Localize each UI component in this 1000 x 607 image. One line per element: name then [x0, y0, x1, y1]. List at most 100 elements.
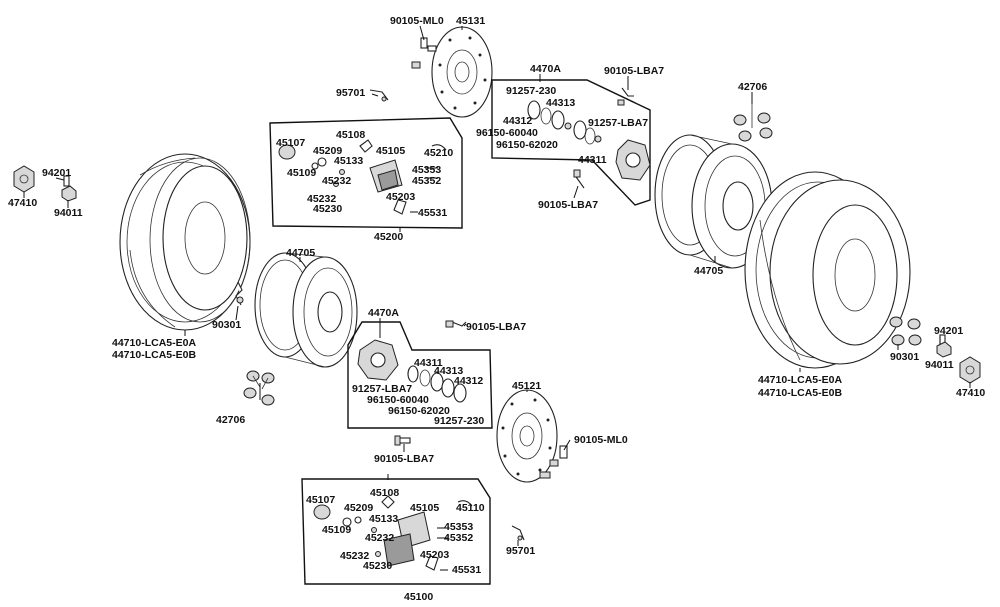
label-45352-bottom: 45352: [444, 532, 473, 544]
label-42706-right: 42706: [738, 81, 767, 93]
label-45232-b-bottom: 45232: [340, 550, 369, 562]
label-45203-top: 45203: [386, 191, 415, 203]
label-4470A-bottom: 4470A: [368, 307, 399, 319]
label-90301-right: 90301: [890, 351, 919, 363]
hub-top-parts[interactable]: [527, 100, 651, 181]
label-45531-top: 45531: [418, 207, 447, 219]
label-47410-right: 47410: [956, 387, 985, 399]
label-90105-LBA7-top-lower: 90105-LBA7: [538, 199, 598, 211]
label-91257-230-bottom: 91257-230: [434, 415, 484, 427]
nut-cap-left-part[interactable]: [13, 165, 35, 193]
label-94011-right: 94011: [925, 359, 954, 371]
label-45232-bottom: 45232: [365, 532, 394, 544]
tire-right[interactable]: [744, 171, 911, 369]
hub-bolts-top-part[interactable]: [573, 87, 634, 189]
label-91257-230-top: 91257-230: [506, 85, 556, 97]
label-44710-LCA5-E0B-right: 44710-LCA5-E0B: [758, 387, 842, 399]
valve-stem-right-part[interactable]: [889, 316, 922, 346]
disc-bolts-top-part[interactable]: [411, 37, 437, 69]
label-42706-left: 42706: [216, 414, 245, 426]
label-90105-ML0-bottom: 90105-ML0: [574, 434, 628, 446]
label-90105-LBA7-top: 90105-LBA7: [604, 65, 664, 77]
label-45230-top: 45230: [313, 203, 342, 215]
label-45531-bottom: 45531: [452, 564, 481, 576]
label-44311-top: 44311: [578, 154, 607, 166]
caliper-top-parts[interactable]: [278, 139, 447, 215]
hub-bolts-bottom-part[interactable]: [394, 320, 467, 446]
label-45203-bottom: 45203: [420, 549, 449, 561]
hub-assembly-box-top: [491, 79, 651, 206]
label-44313-top: 44313: [546, 97, 575, 109]
label-96150-62020-bottom: 96150-62020: [388, 405, 450, 417]
label-45353-top: 45353: [412, 164, 441, 176]
label-45107-top: 45107: [276, 137, 305, 149]
label-90105-ML0-top: 90105-ML0: [390, 15, 444, 27]
hub-nuts-left-part[interactable]: [243, 370, 275, 406]
leader-lines: [23, 25, 971, 546]
label-94201-right: 94201: [934, 325, 963, 337]
label-96150-62020-top: 96150-62020: [496, 139, 558, 151]
label-4470A-top: 4470A: [530, 63, 561, 75]
label-44705-left: 44705: [286, 247, 315, 259]
label-45133-bottom: 45133: [369, 513, 398, 525]
label-44705-right: 44705: [694, 265, 723, 277]
label-45232-top: 45232: [322, 175, 351, 187]
label-96150-60040-bottom: 96150-60040: [367, 394, 429, 406]
label-45200: 45200: [374, 231, 403, 243]
label-45105-bottom: 45105: [410, 502, 439, 514]
label-96150-60040-top: 96150-60040: [476, 127, 538, 139]
label-45209-top: 45209: [313, 145, 342, 157]
hub-nuts-right-part[interactable]: [733, 104, 773, 142]
label-45108-bottom: 45108: [370, 487, 399, 499]
label-44313-bottom: 44313: [434, 365, 463, 377]
label-45107-bottom: 45107: [306, 494, 335, 506]
label-45105-top: 45105: [376, 145, 405, 157]
hub-bottom-parts[interactable]: [357, 339, 467, 403]
cap-right-part[interactable]: [936, 341, 952, 358]
label-45230-bottom: 45230: [363, 560, 392, 572]
label-90105-LBA7-bottom-lower: 90105-LBA7: [374, 453, 434, 465]
label-95701-bottom: 95701: [506, 545, 535, 557]
nut-cap-right-part[interactable]: [959, 356, 981, 384]
caliper-bottom-parts[interactable]: [313, 495, 473, 571]
hose-clip-top-part[interactable]: [369, 89, 389, 102]
tire-left[interactable]: [119, 153, 251, 331]
label-45110-bottom: 45110: [456, 502, 485, 514]
cap-left-part[interactable]: [61, 185, 77, 202]
label-45210-top: 45210: [424, 147, 453, 159]
valve-left-part[interactable]: [63, 175, 70, 187]
valve-stem-left-part[interactable]: [235, 281, 244, 306]
label-44311-bottom: 44311: [414, 357, 443, 369]
label-45232-b-top: 45232: [307, 193, 336, 205]
label-45133-top: 45133: [334, 155, 363, 167]
label-45352-top: 45352: [412, 175, 441, 187]
label-44312-top: 44312: [503, 115, 532, 127]
label-47410-left: 47410: [8, 197, 37, 209]
label-90301-left: 90301: [212, 319, 241, 331]
caliper-assembly-box-top: [269, 117, 463, 229]
brake-disc-bottom[interactable]: [496, 389, 558, 483]
part-number-labels: 90105-ML0 45131 95701 4470A 90105-LBA7 9…: [8, 15, 985, 603]
brake-disc-top[interactable]: [431, 26, 493, 118]
label-44710-LCA5-E0A-right: 44710-LCA5-E0A: [758, 374, 842, 386]
label-45353-bottom: 45353: [444, 521, 473, 533]
label-45108-top: 45108: [336, 129, 365, 141]
label-45121: 45121: [512, 380, 541, 392]
label-91257-LBA7-top: 91257-LBA7: [588, 117, 648, 129]
label-45100: 45100: [404, 591, 433, 603]
label-45109-top: 45109: [287, 167, 316, 179]
label-45209-bottom: 45209: [344, 502, 373, 514]
disc-bolts-bottom-part[interactable]: [539, 445, 568, 479]
hose-clip-bottom-part[interactable]: [511, 525, 525, 541]
label-45131: 45131: [456, 15, 485, 27]
label-44312-bottom: 44312: [454, 375, 483, 387]
label-94011-left: 94011: [54, 207, 83, 219]
label-44710-LCA5-E0A-left: 44710-LCA5-E0A: [112, 337, 196, 349]
rim-left-part[interactable]: [254, 252, 358, 368]
label-45109-bottom: 45109: [322, 524, 351, 536]
label-91257-LBA7-bottom: 91257-LBA7: [352, 383, 412, 395]
hub-assembly-box-bottom: [347, 321, 493, 429]
label-95701-top: 95701: [336, 87, 365, 99]
label-44710-LCA5-E0B-left: 44710-LCA5-E0B: [112, 349, 196, 361]
caliper-assembly-box-bottom: [301, 478, 491, 585]
